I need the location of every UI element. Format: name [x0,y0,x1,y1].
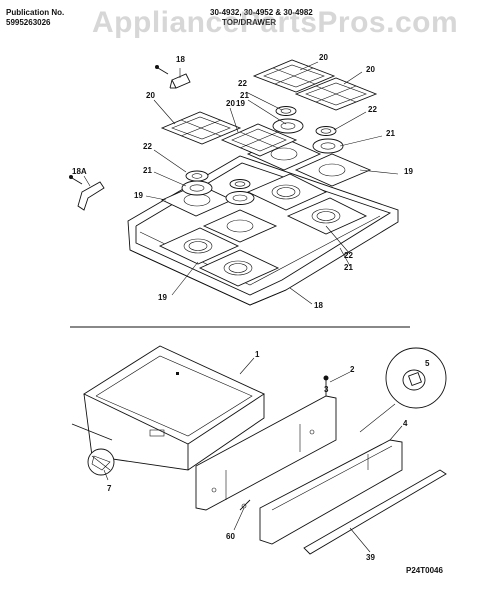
callout-22-a: 22 [238,79,247,88]
callout-22-c: 22 [143,142,152,151]
callout-60: 60 [226,532,235,541]
publication-label: Publication No. [6,8,65,17]
burner-cap-rear-a [275,106,297,116]
drawer-glide [71,423,115,476]
burner-cap-rear-b [315,126,337,136]
drawer-assembly [71,345,447,555]
callout-20-b: 20 [366,65,375,74]
watermark: AppliancePartsPros.com [92,6,459,39]
callout-4: 4 [403,419,408,428]
callout-1: 1 [255,350,260,359]
burner-pan-right-front [198,249,280,287]
burner-cap-left [185,170,209,182]
leader-lines-cooktop [83,61,399,305]
burner-bowl-center [202,209,278,243]
trim-clip-top [169,73,191,89]
burner-head-right [312,138,344,154]
callout-39: 39 [366,553,375,562]
callout-3: 3 [324,385,329,394]
callout-21-b: 21 [386,129,395,138]
grate-left [160,111,242,145]
screw-top [155,65,169,75]
grate-rear-right [252,59,336,93]
main-top-inner-edge [135,162,392,296]
burner-cap-center [229,179,251,189]
callout-7: 7 [107,484,112,493]
callout-18-bottom: 18 [314,301,323,310]
callout-18-top: 18 [176,55,185,64]
callout-19-c: 19 [134,191,143,200]
burner-head-left [181,180,213,196]
callout-20-c: 20 [146,91,155,100]
callout-labels: 18 20 20 20 20 22 22 22 22 21 21 21 21 1… [72,53,430,562]
callout-18a: 18A [72,167,87,176]
section-title: TOP/DRAWER [222,18,277,27]
callout-20-d: 20 [226,99,235,108]
burner-pan-right-rear [286,197,368,235]
main-top-front-edge [129,249,287,306]
burner-head-rear [272,118,304,134]
callout-21-a: 21 [240,91,249,100]
drawer-body [83,345,265,471]
side-bracket-18a [69,175,105,211]
diagram-code: P24T0046 [406,566,443,575]
callout-21-c: 21 [143,166,152,175]
burner-head-center [225,191,255,205]
cooktop-assembly [69,59,399,306]
model-numbers: 30-4932, 30-4952 & 30-4982 [210,8,313,17]
callout-21-d: 21 [344,263,353,272]
leader-lines-drawer [103,357,403,553]
callout-5: 5 [425,359,430,368]
callout-19-d: 19 [158,293,167,302]
callout-20-a: 20 [319,53,328,62]
callout-2: 2 [350,365,355,374]
burner-bowl-right [294,153,372,187]
callout-22-b: 22 [368,105,377,114]
grate-far-right [294,77,378,111]
grate-center [220,123,298,157]
burner-pan-left-front [158,227,240,265]
burner-pan-rear-center [246,173,328,211]
callout-19-b: 19 [404,167,413,176]
callout-19-a: 19 [236,99,245,108]
callout-22-d: 22 [344,251,353,260]
knob-detail [359,347,447,433]
drawer-handle-trim [303,469,447,555]
drawer-back-panel [195,375,337,511]
publication-number: 5995263026 [6,18,51,27]
drawer-rail [239,499,251,511]
